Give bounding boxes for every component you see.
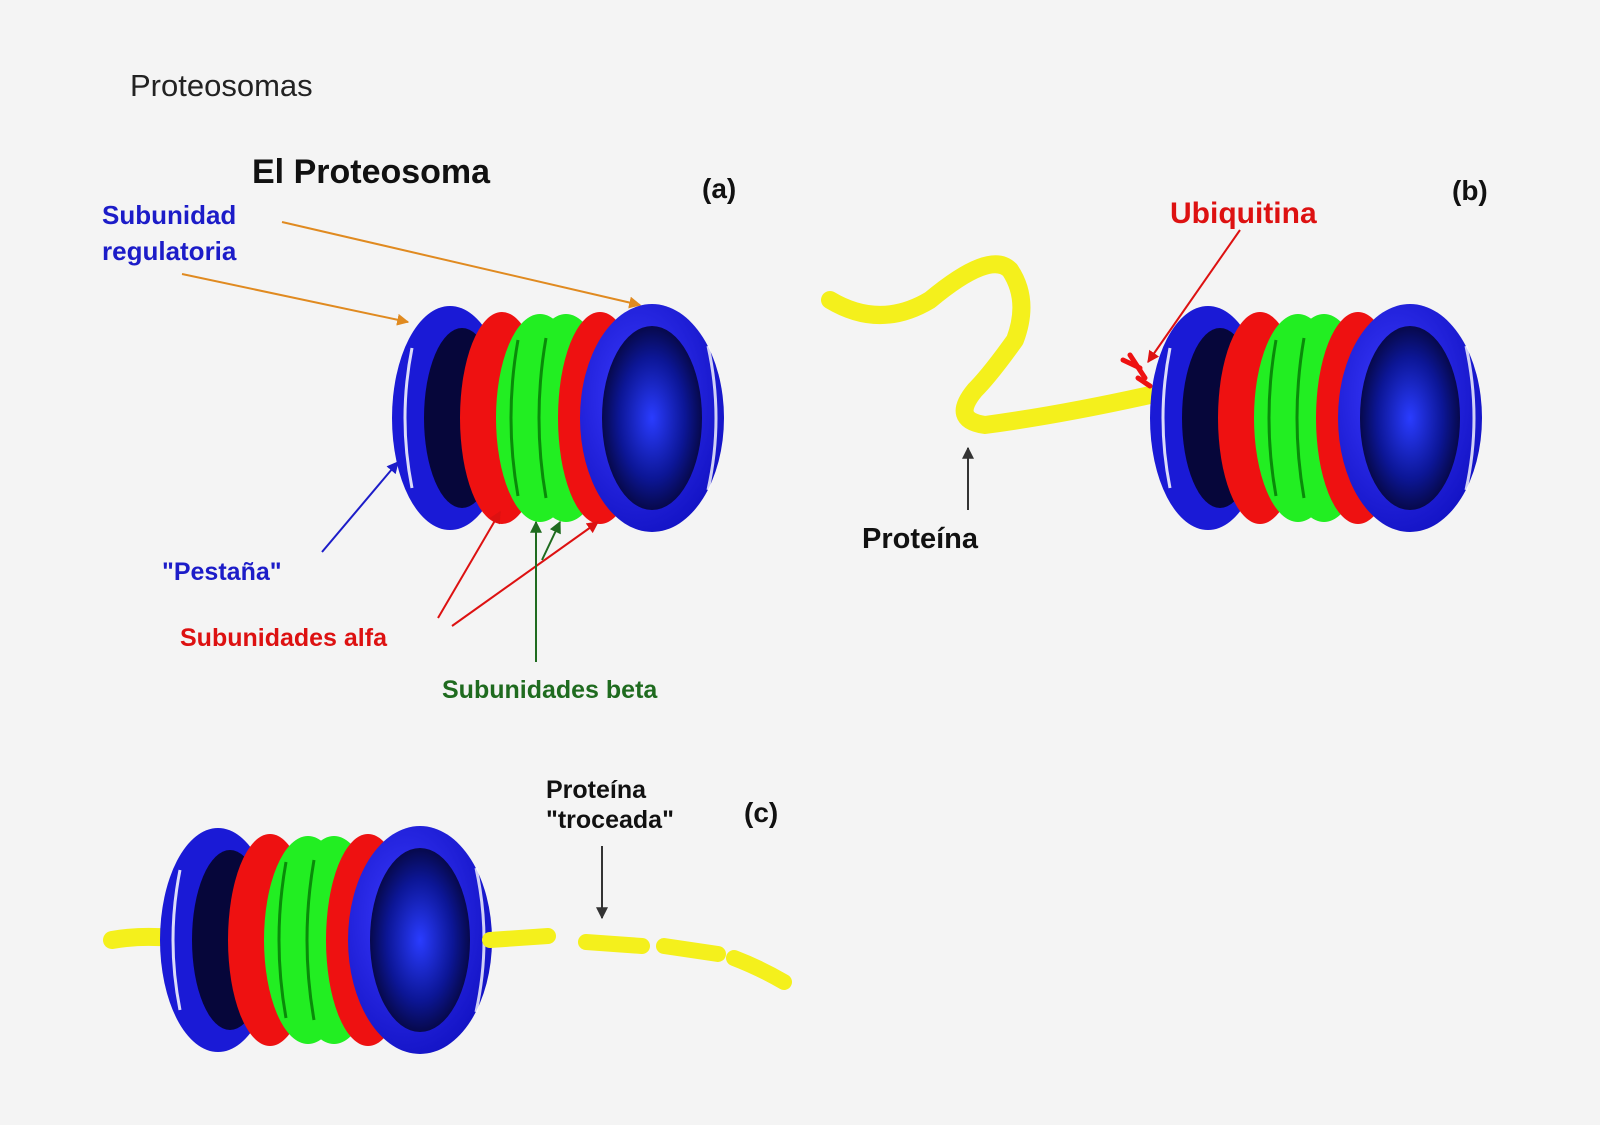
flange-arrow (321, 461, 399, 553)
beta-arrow-right (541, 520, 561, 561)
proteasome-a (390, 302, 726, 534)
panel-b: (b) Ubiquitina Proteína (821, 175, 1488, 555)
peptide-fragment-2 (578, 934, 650, 954)
regulatory-arrow-left (181, 273, 410, 326)
ubiquitin-tag (1120, 352, 1153, 389)
panel-a-letter: (a) (702, 173, 736, 204)
ubiquitin-arrow (1147, 229, 1241, 363)
label-protein: Proteína (862, 523, 979, 555)
label-chopped-line2: "troceada" (546, 806, 674, 834)
alpha-arrow-left (437, 510, 501, 619)
peptide-fragment-4 (726, 950, 792, 990)
proteasome-c (158, 824, 494, 1056)
peptide-fragment-1 (482, 928, 556, 948)
page-heading: Proteosomas (130, 68, 313, 103)
panel-a: El Proteosoma (a) Subunidad regulatoria … (102, 153, 736, 704)
panel-a-title: El Proteosoma (252, 153, 491, 191)
peptide-fragment-3 (656, 938, 726, 962)
panel-c: (c) Proteína "troceada" (103, 776, 792, 1056)
label-beta: Subunidades beta (442, 676, 658, 704)
label-chopped-line1: Proteína (546, 776, 647, 804)
proteasome-b (1148, 302, 1484, 534)
panel-b-letter: (b) (1452, 175, 1488, 206)
label-alpha: Subunidades alfa (180, 624, 388, 652)
regulatory-arrow-right (281, 221, 642, 309)
panel-c-letter: (c) (744, 797, 778, 828)
label-regulatory-line1: Subunidad (102, 200, 236, 230)
label-ubiquitin: Ubiquitina (1170, 197, 1317, 230)
label-flange: "Pestaña" (162, 558, 282, 586)
protein-chain (821, 255, 1159, 434)
alpha-arrow-right (451, 521, 599, 627)
label-regulatory-line2: regulatoria (102, 236, 237, 266)
